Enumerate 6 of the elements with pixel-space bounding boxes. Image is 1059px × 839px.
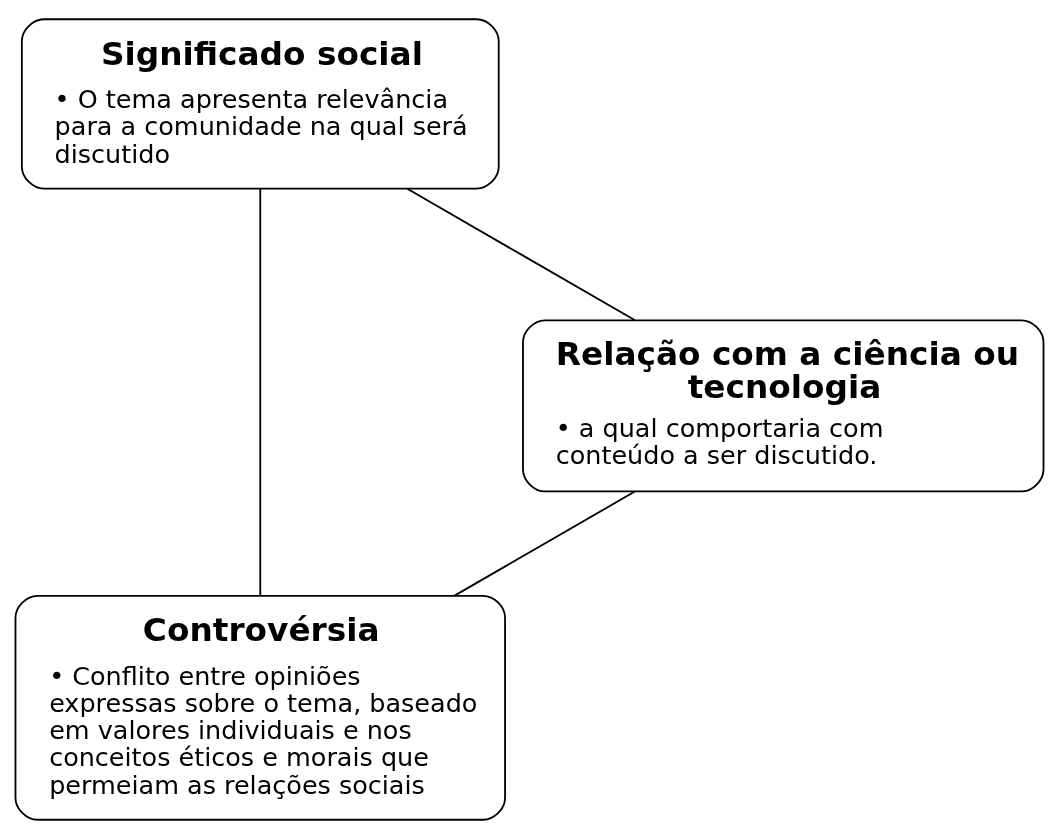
connector: [259, 187, 262, 597]
node-box: Relação com a ciência ou tecnologia • a qual comportaria com conteúdo a ser discutido.: [522, 319, 1045, 493]
connector: [453, 490, 636, 597]
node-box: Controvérsia • Conflito entre opiniões expressas sobre o tema, baseado em valores individuais e nos conceitos éticos e morais que permeiam as relações sociais: [14, 594, 506, 821]
connector: [406, 187, 636, 321]
node-box: Significado social • O tema apresenta relevância para a comunidade na qual será discutido: [20, 18, 500, 190]
